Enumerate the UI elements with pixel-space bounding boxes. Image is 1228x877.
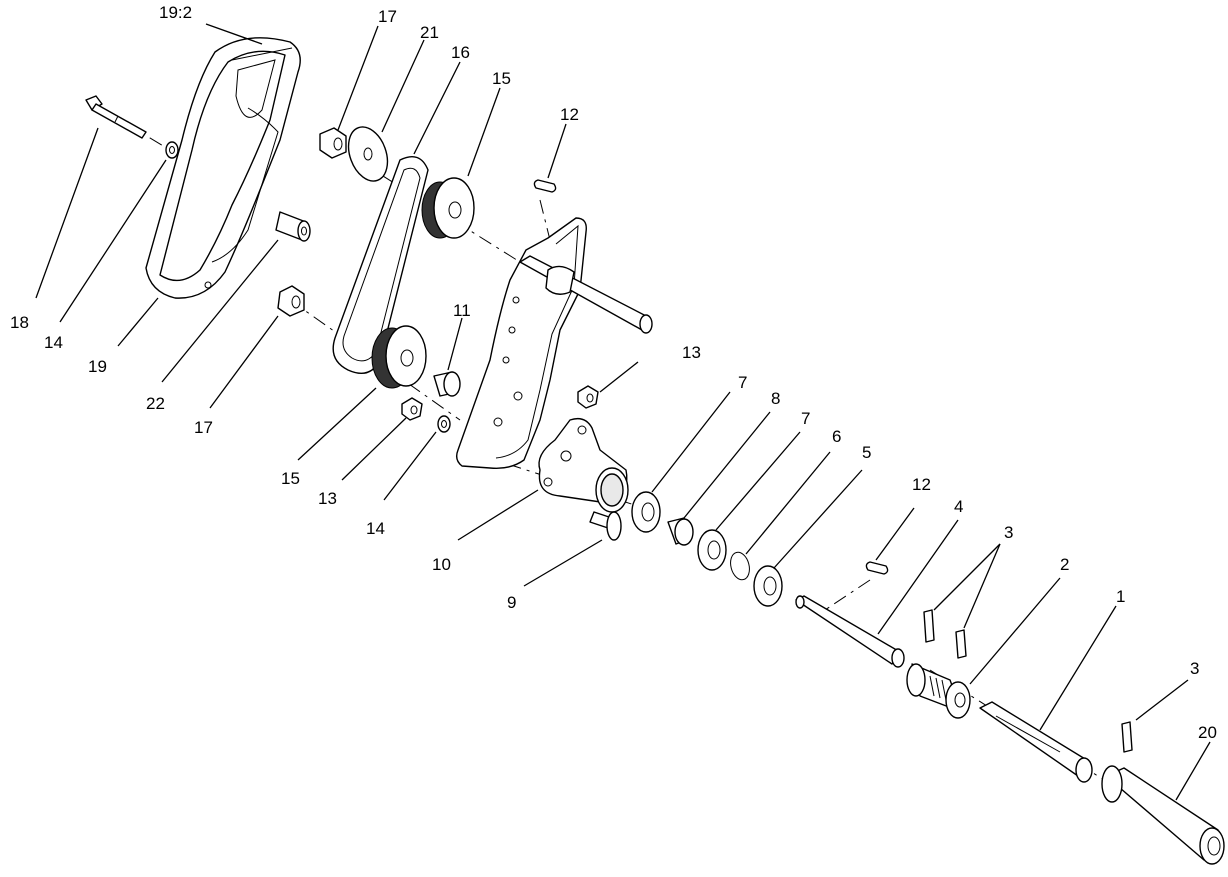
callout-14-left: 14 xyxy=(44,333,63,352)
callout-19: 19 xyxy=(88,357,107,376)
washer-14-lower xyxy=(437,415,451,433)
idler-shaft xyxy=(519,255,653,334)
tube-20 xyxy=(1101,765,1225,865)
timing-belt-16 xyxy=(332,156,429,374)
key-12-lower xyxy=(865,561,889,575)
spacer-22 xyxy=(275,211,311,242)
callout-5: 5 xyxy=(862,443,871,462)
spacer-8 xyxy=(667,517,694,546)
flange-nut-17-lower xyxy=(277,285,305,317)
shaft-1 xyxy=(979,701,1093,783)
callout-3-middle: 3 xyxy=(1004,523,1013,542)
callout-15-bottom: 15 xyxy=(281,469,300,488)
callout-1: 1 xyxy=(1116,587,1125,606)
callout-22: 22 xyxy=(146,394,165,413)
roll-pin-3-b xyxy=(955,629,967,659)
drive-shaft-4 xyxy=(795,595,905,668)
callout-11: 11 xyxy=(453,301,471,320)
callout-17-top: 17 xyxy=(378,7,397,26)
callout-21: 21 xyxy=(420,23,439,42)
key-12-upper xyxy=(533,179,557,193)
callout-19-2: 19:2 xyxy=(159,3,192,22)
bearing-housing-10 xyxy=(538,417,629,513)
spacer-11 xyxy=(433,371,461,397)
seal-5 xyxy=(753,565,783,607)
roll-pin-3-c xyxy=(1121,721,1133,753)
bearing-7-right xyxy=(697,529,727,571)
washer-21 xyxy=(347,126,389,182)
nut-13-right xyxy=(577,385,599,409)
washer-14-upper xyxy=(165,141,179,159)
callout-labels: 19:2 17 21 16 15 12 18 14 19 22 17 11 13… xyxy=(10,3,1217,742)
callout-20: 20 xyxy=(1198,723,1217,742)
flange-nut-17-upper xyxy=(319,127,347,159)
carriage-bolt-9 xyxy=(589,511,622,541)
nut-13-left xyxy=(401,397,423,421)
retaining-ring-6 xyxy=(730,551,750,581)
callout-18: 18 xyxy=(10,313,29,332)
callout-9: 9 xyxy=(507,593,516,612)
callout-7-right: 7 xyxy=(801,409,810,428)
coupler-2 xyxy=(906,663,971,719)
bearing-7-left xyxy=(631,491,661,533)
leader-lines xyxy=(35,23,1211,801)
callout-14-bottom: 14 xyxy=(366,519,385,538)
belt-guard-cover xyxy=(145,37,301,299)
callout-16: 16 xyxy=(451,43,470,62)
callout-4: 4 xyxy=(954,497,963,516)
callout-7-left: 7 xyxy=(738,373,747,392)
callout-12-bottom: 12 xyxy=(912,475,931,494)
callout-13-right: 13 xyxy=(682,343,701,362)
callout-15-top: 15 xyxy=(492,69,511,88)
bolt-18 xyxy=(85,95,147,139)
callout-10: 10 xyxy=(432,555,451,574)
roll-pin-3-a xyxy=(923,609,935,643)
callout-8: 8 xyxy=(771,389,780,408)
callout-17-bottom: 17 xyxy=(194,418,213,437)
pulley-15-upper xyxy=(421,177,475,239)
callout-3-right: 3 xyxy=(1190,659,1199,678)
pulley-15-lower xyxy=(371,325,427,389)
callout-2: 2 xyxy=(1060,555,1069,574)
callout-13-left: 13 xyxy=(318,489,337,508)
callout-6: 6 xyxy=(832,427,841,446)
callout-12-top: 12 xyxy=(560,105,579,124)
